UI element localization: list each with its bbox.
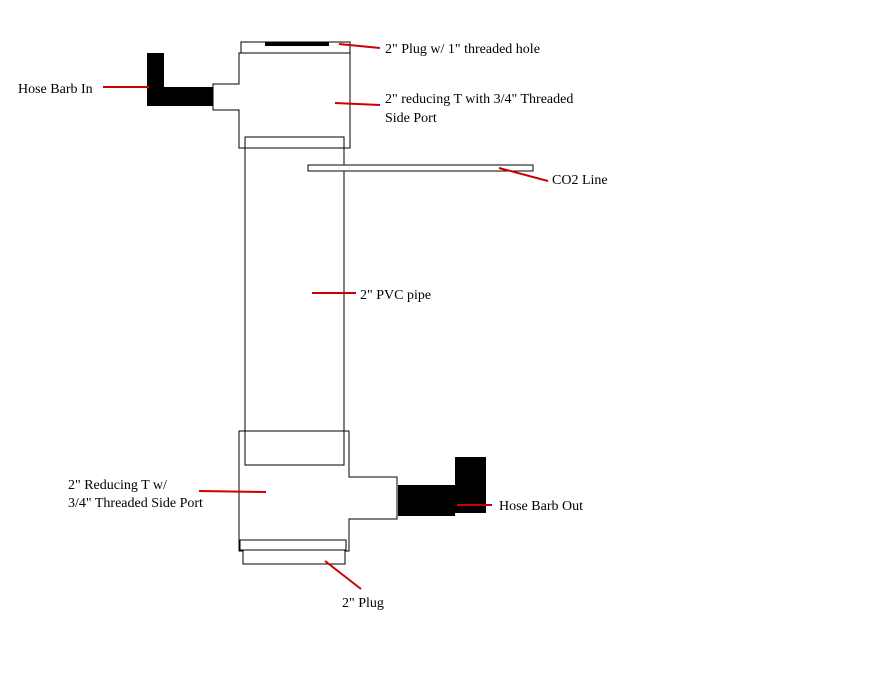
pvc-pipe (244, 136, 345, 466)
hose-barb-in (147, 53, 213, 106)
leader-plug-bottom (324, 560, 362, 590)
bottom-plug-cap (239, 539, 347, 551)
top-reducing-tee (212, 52, 351, 149)
leader-co2 (498, 167, 549, 182)
label-plug-bottom: 2" Plug (342, 596, 384, 611)
threaded-hole (265, 42, 329, 46)
label-hose-out: Hose Barb Out (499, 499, 583, 514)
pipe-top-socket (244, 136, 345, 149)
leader-tee-bottom (198, 490, 267, 493)
label-tee-bottom-line1: 2" Reducing T w/ (68, 478, 167, 493)
hose-barb-out (398, 457, 486, 516)
leader-plug-top (338, 43, 381, 49)
co2-line (307, 164, 534, 172)
label-tee-top-line1: 2" reducing T with 3/4" Threaded (385, 92, 573, 107)
label-hose-in: Hose Barb In (18, 82, 93, 97)
bottom-plug (242, 549, 346, 565)
label-tee-top-line2: Side Port (385, 111, 437, 126)
label-co2: CO2 Line (552, 173, 608, 188)
label-tee-bottom-line2: 3/4" Threaded Side Port (68, 496, 203, 511)
label-plug-top: 2" Plug w/ 1" threaded hole (385, 42, 540, 57)
pipe-bottom-socket (244, 430, 345, 466)
leader-tee-top (334, 102, 381, 106)
label-pipe: 2" PVC pipe (360, 288, 431, 303)
